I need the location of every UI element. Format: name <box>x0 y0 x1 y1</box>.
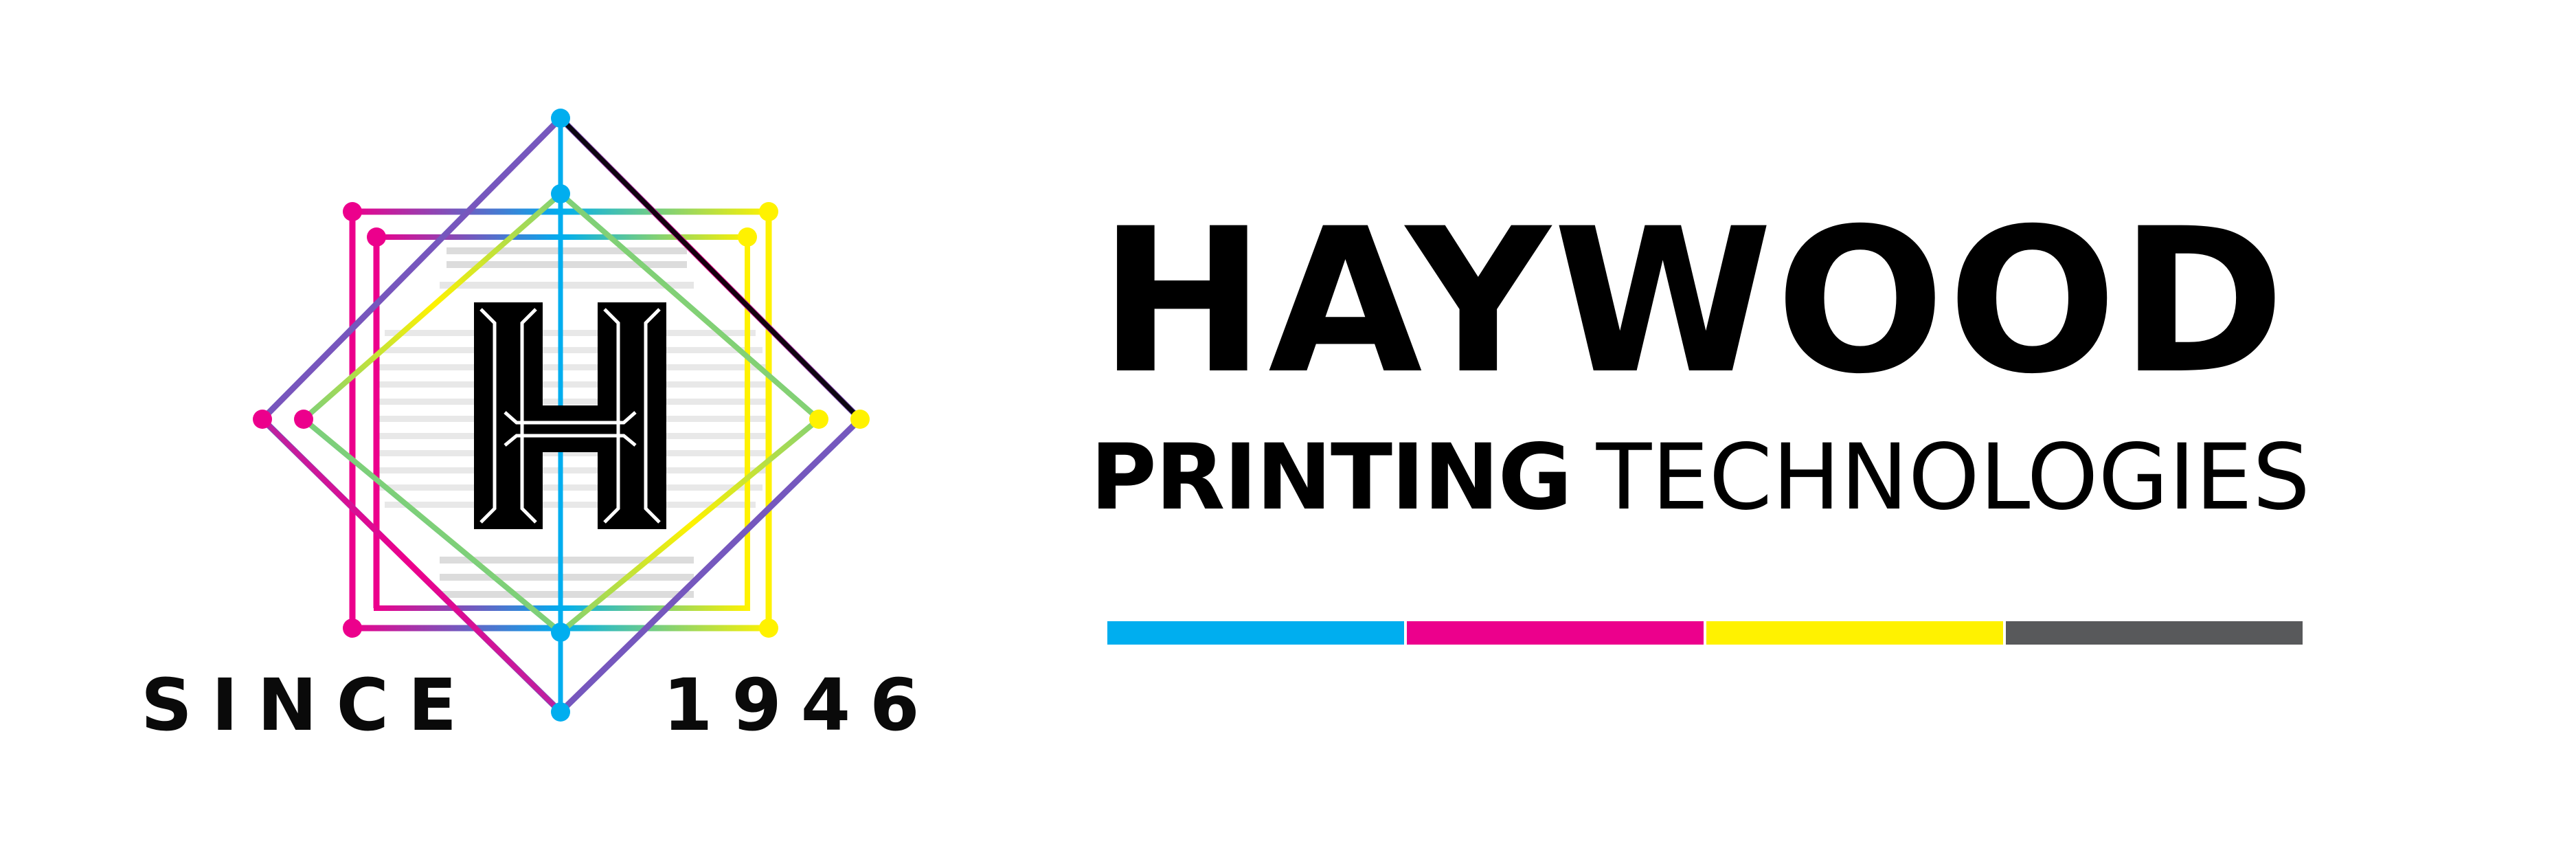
h-monogram-icon <box>474 302 666 529</box>
color-bar-magenta <box>1407 621 1704 645</box>
brand-name: HAYWOOD <box>1098 186 2288 418</box>
node-dots <box>253 109 870 722</box>
color-bar-gray <box>2006 621 2303 645</box>
year-label: 1946 <box>663 663 939 747</box>
color-bar-cyan <box>1107 621 1404 645</box>
color-bar-yellow <box>1706 621 2003 645</box>
brand-tagline: PRINTING TECHNOLOGIES <box>979 426 2421 529</box>
since-label: SINCE <box>141 663 477 747</box>
tagline-light: TECHNOLOGIES <box>1596 425 2310 531</box>
tagline-bold: PRINTING <box>1090 425 1572 531</box>
